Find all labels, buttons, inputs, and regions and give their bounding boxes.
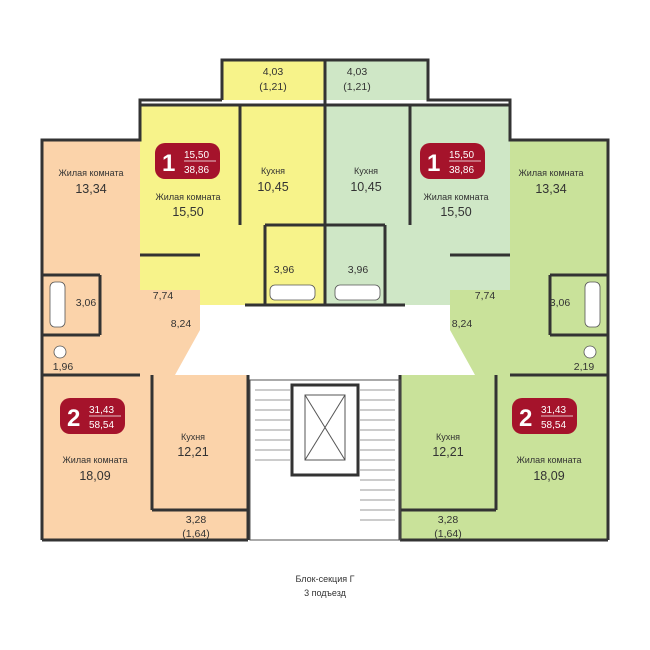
balcony-area: 4,03 (347, 66, 368, 78)
entrance-label: 3 подъезд (304, 588, 346, 598)
elevator-shaft (290, 383, 360, 477)
badge-living-area: 31,43 (541, 405, 566, 416)
badge-living-area: 15,50 (449, 150, 474, 161)
badge-total-area: 38,86 (449, 165, 474, 176)
room1-label: Жилая комната (58, 168, 123, 178)
badge-living-area: 31,43 (89, 405, 114, 416)
bathtub-icon (49, 281, 601, 359)
apartment-top-left[interactable] (140, 60, 325, 305)
wc-area: 2,19 (574, 361, 595, 373)
balcony-area: 3,28 (438, 514, 459, 526)
balcony-reduced-area: (1,21) (343, 81, 370, 93)
stairs (255, 389, 395, 521)
balcony-area: 4,03 (263, 66, 284, 78)
badge-top-right: 1 15,50 38,86 (420, 143, 485, 179)
balcony-reduced-area: (1,64) (182, 528, 209, 540)
section-title: Блок-секция Г (295, 574, 355, 584)
kitchen-label: Кухня (181, 432, 205, 442)
badge-total-area: 58,54 (89, 420, 114, 431)
outer-wall-2 (40, 98, 222, 540)
bath-area: 3,96 (348, 264, 369, 276)
room2-label: Жилая комната (516, 455, 581, 465)
balcony-reduced-area: (1,64) (434, 528, 461, 540)
badge-total-area: 38,86 (184, 165, 209, 176)
kitchen-left-area (152, 375, 248, 510)
bath-area: 3,06 (76, 297, 97, 309)
hall-area: 7,74 (153, 290, 174, 302)
stair-core (249, 379, 401, 541)
badge-total-area: 58,54 (541, 420, 566, 431)
room2-label: Жилая комната (62, 455, 127, 465)
room-label: Жилая комната (155, 192, 220, 202)
room2-area: 18,09 (79, 469, 110, 483)
kitchen-area: 10,45 (257, 180, 288, 194)
kitchen-area: 12,21 (432, 445, 463, 459)
balcony-top-right (325, 60, 428, 100)
kitchen-area: 12,21 (177, 445, 208, 459)
balcony-top-left (222, 60, 325, 100)
elevator-cabin (304, 394, 346, 461)
balcony-reduced-area: (1,21) (259, 81, 286, 93)
room1-label: Жилая комната (518, 168, 583, 178)
badge-rooms: 1 (427, 150, 440, 177)
kitchen-right-area (400, 375, 496, 510)
kitchen-area: 10,45 (350, 180, 381, 194)
outer-wall (220, 58, 610, 540)
badge-left: 2 31,43 58,54 (60, 398, 125, 434)
kitchen-label: Кухня (261, 166, 285, 176)
room-area: 15,50 (172, 205, 203, 219)
wc-area: 1,96 (53, 361, 74, 373)
room1-area: 13,34 (535, 182, 566, 196)
room1-area: 13,34 (75, 182, 106, 196)
badge-living-area: 15,50 (184, 150, 209, 161)
hall-area: 7,74 (475, 290, 496, 302)
apartment-top-left-fill (140, 105, 325, 305)
elevator-cross (304, 394, 346, 461)
badge-rooms: 2 (519, 405, 532, 432)
badge-rooms: 2 (67, 405, 80, 432)
room2-area: 18,09 (533, 469, 564, 483)
badge-right: 2 31,43 58,54 (512, 398, 577, 434)
balcony-area: 3,28 (186, 514, 207, 526)
bath-area: 3,96 (274, 264, 295, 276)
room-label: Жилая комната (423, 192, 488, 202)
badge-rooms: 1 (162, 150, 175, 177)
kitchen-label: Кухня (436, 432, 460, 442)
room-area: 15,50 (440, 205, 471, 219)
badge-top-left: 1 15,50 38,86 (155, 143, 220, 179)
bath-area: 3,06 (550, 297, 571, 309)
floor-plan: 1 15,50 38,86 1 15,50 38,86 2 31,43 58,5… (40, 58, 610, 542)
hall-area: 8,24 (171, 318, 192, 330)
kitchen-label: Кухня (354, 166, 378, 176)
hall-area: 8,24 (452, 318, 473, 330)
